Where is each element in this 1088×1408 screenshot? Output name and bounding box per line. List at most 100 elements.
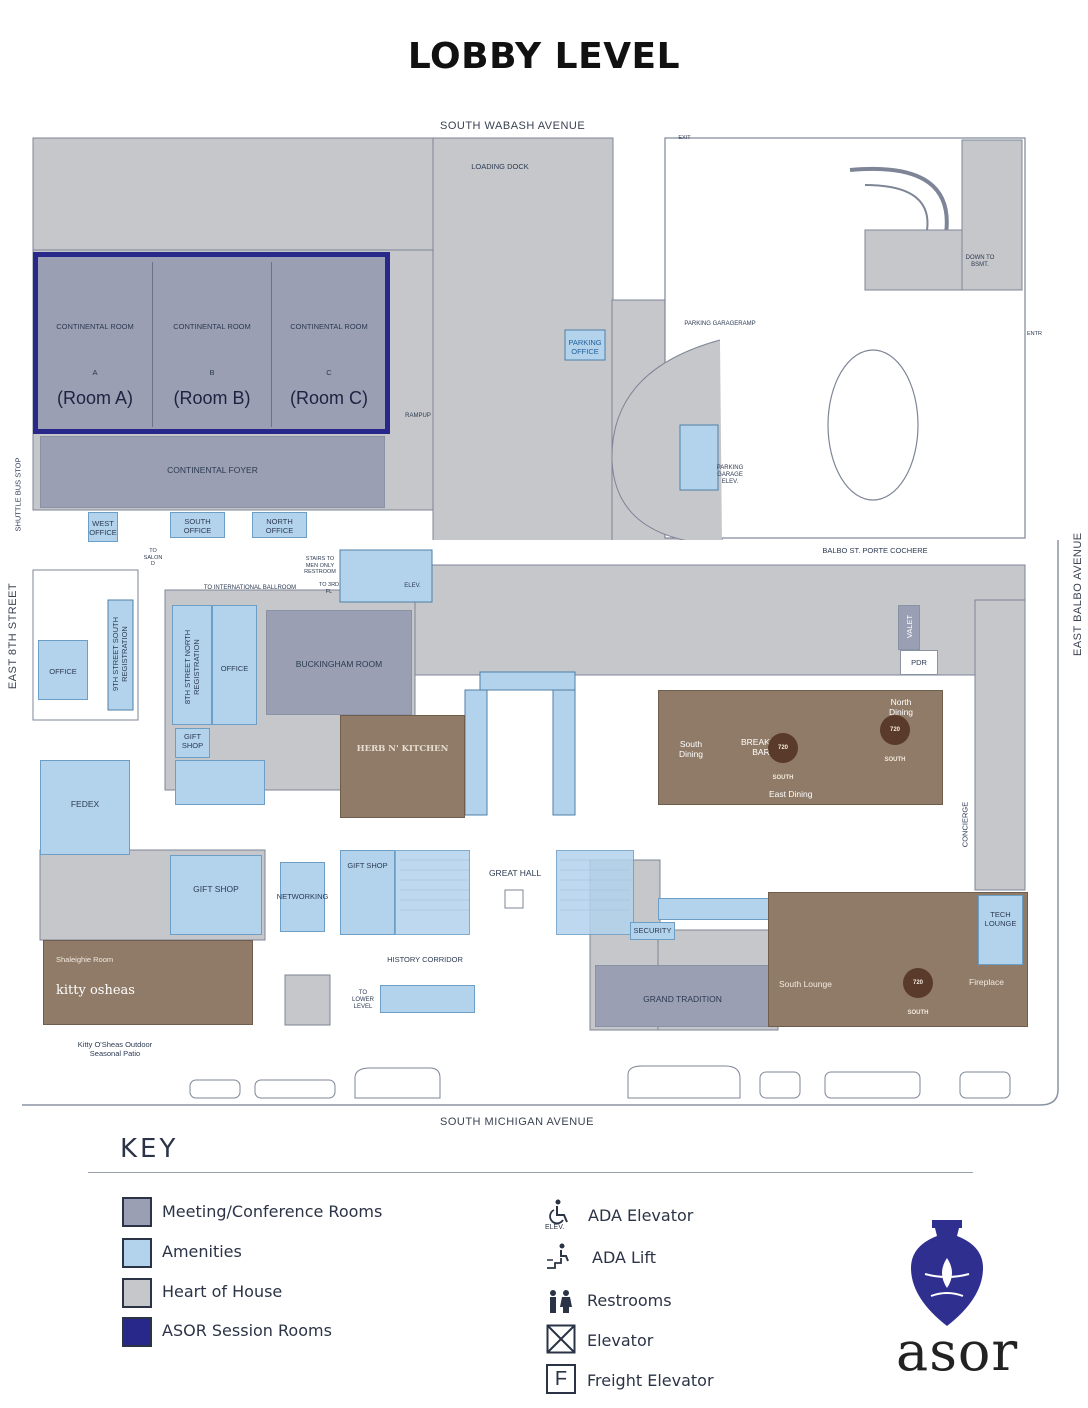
parking-ramp-label: PARKING GARAGERAMP [684,321,756,327]
key-meeting-label: Meeting/Conference Rooms [162,1202,383,1221]
to-salon-label: TO SALON D [143,548,163,567]
key-ada-lift-label: ADA Lift [592,1248,656,1267]
kitty-osheas-label: kitty osheas [56,983,135,998]
key-restrooms-label: Restrooms [587,1291,672,1310]
ramp-up-label: RAMPUP [405,413,431,419]
loading-dock-label: LOADING DOCK [471,162,529,171]
continental-room-b-label: CONTINENTAL ROOM [173,322,251,331]
patio-label: Kitty O'Sheas Outdoor Seasonal Patio [77,1040,153,1058]
continental-room-c-letter: C [326,368,332,377]
herb-n-kitchen-label: HERB N' KITCHEN [356,744,449,754]
room-c-session-label: (Room C) [289,388,368,408]
south-office: SOUTH OFFICE [170,512,225,538]
grand-tradition: GRAND TRADITION [595,965,770,1027]
networking-label: NETWORKING [276,892,329,901]
concierge-label: CONCIERGE [960,801,970,848]
gift-shop-right-label: GIFT SHOP [347,861,388,870]
ada-lift-icon [547,1243,569,1269]
security-label: SECURITY [633,926,672,935]
shaleighie-room-label: Shaleighie Room [56,955,114,964]
tech-lounge-label: TECH LOUNGE [984,910,1017,928]
north-registration-label: 8TH STREET NORTH REGISTRATION [183,629,201,705]
tech-lounge: TECH LOUNGE [978,895,1023,965]
720-south-badge-3: 720 SOUTH [880,715,910,763]
key-divider [88,1172,973,1173]
freight-elevator-icon: F [546,1364,576,1394]
fedex: FEDEX [40,760,130,855]
stairs-men-restroom-label: STAIRS TO MEN ONLY RESTROOM [304,556,336,575]
west-office: WEST OFFICE [88,512,118,542]
continental-room-a-letter: A [92,368,98,377]
room-divider [152,262,153,427]
key-ada-elevator-label: ADA Elevator [588,1206,694,1225]
fedex-label: FEDEX [70,799,100,809]
continental-room-b-letter: B [209,368,215,377]
room-a-session-label: (Room A) [56,388,134,408]
ada-elevator-sub: ELEV. [545,1224,565,1231]
pdr-label: PDR [911,658,927,667]
great-hall-stair-east [556,850,634,935]
south-registration-label: 9TH STREET SOUTH REGISTRATION [111,616,129,692]
asor-session-rooms [33,252,390,434]
exit-label: EXIT [678,135,691,141]
key-heart-of-house-label: Heart of House [162,1282,283,1301]
continental-foyer: CONTINENTAL FOYER [40,436,385,508]
east-dining-label: East Dining [769,789,813,799]
kitty-osheas: Shaleighie Room kitty osheas [43,940,253,1025]
to-international-ballroom-label: TO INTERNATIONAL BALLROOM [203,585,297,591]
north-office-label: NORTH OFFICE [265,517,294,535]
breakfast-bar-label: BREAKFAST BAR [741,737,792,757]
escalator [380,985,475,1013]
valet [898,605,920,650]
valet-label: VALET [905,614,914,639]
street-south: SOUTH MICHIGAN AVENUE [440,1116,594,1128]
pdr: PDR [900,650,938,675]
history-corridor-label: HISTORY CORRIDOR [387,955,463,964]
swatch-asor-session [122,1317,152,1347]
gift-shop-right: GIFT SHOP [340,850,395,935]
elev-label: ELEV. [404,583,421,589]
continental-room-a-label: CONTINENTAL ROOM [56,322,134,331]
herb-n-kitchen: HERB N' KITCHEN [340,715,465,818]
continental-foyer-label: CONTINENTAL FOYER [167,465,258,475]
elevator-icon [546,1324,576,1354]
720-south-restaurant: South Dining BREAKFAST BAR East Dining N… [658,690,943,805]
swatch-meeting [122,1197,152,1227]
restrooms-west [175,760,265,805]
continental-room-c-label: CONTINENTAL ROOM [290,322,368,331]
porte-cochere-label: BALBO ST. PORTE COCHERE [822,546,928,555]
key-elevator-label: Elevator [587,1331,654,1350]
restroom-icon [550,1290,572,1313]
office-mid-label: OFFICE [220,664,249,673]
parking-office-label: PARKING OFFICE [568,338,602,356]
swatch-heart-of-house [122,1278,152,1308]
office-mid: OFFICE [212,605,257,725]
ada-elevator-icon [549,1199,568,1225]
north-office: NORTH OFFICE [252,512,307,538]
parking-elev-label: PARKING GARAGE ELEV. [716,465,744,485]
fireplace-label: Fireplace [969,977,1004,987]
key-amenities-label: Amenities [162,1242,242,1261]
gift-shop-small: GIFT SHOP [175,728,210,758]
gift-shop-mid-label: GIFT SHOP [193,884,239,894]
to-lower-level-label: TO LOWER LEVEL [351,990,374,1010]
to-3rd-floor-label: TO 3RD FL [318,582,340,595]
entrance-label: ENTR [1027,331,1042,337]
south-office-label: SOUTH OFFICE [183,517,212,535]
south-dining-label: South Dining [678,739,704,759]
great-hall-label: GREAT HALL [488,868,542,878]
room-divider [271,262,272,427]
west-office-label: WEST OFFICE [89,519,117,537]
south-lounge-label: South Lounge [779,979,832,989]
page-title: LOBBY LEVEL [407,36,681,77]
buckingham-room-label: BUCKINGHAM ROOM [295,659,383,669]
down-to-basement-label: DOWN TO BSMT. [965,255,995,268]
networking-area [280,862,325,932]
great-hall-stair-west [395,850,470,935]
grand-tradition-label: GRAND TRADITION [643,994,722,1004]
north-registration [172,605,212,725]
720-south-badge: 720 SOUTH [903,968,933,1016]
720-south-badge-2: 720 SOUTH [768,733,798,781]
swatch-amenities [122,1238,152,1268]
office-left: OFFICE [38,640,88,700]
